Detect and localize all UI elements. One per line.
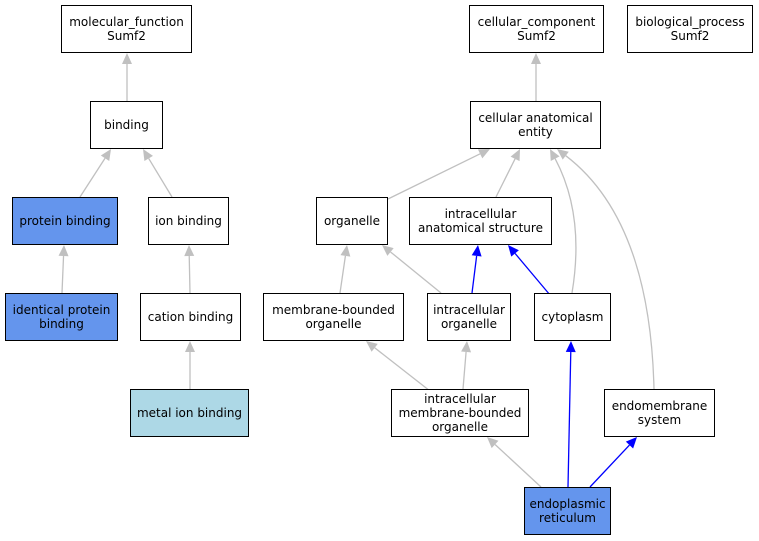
node-label-line: binding [104, 118, 149, 132]
node-metal-ion-binding: metal ion binding [130, 389, 249, 437]
node-organelle: organelle [316, 197, 388, 245]
node-label-line: entity [518, 125, 553, 139]
node-label-line: protein binding [19, 214, 111, 228]
edge-arrowhead [122, 53, 132, 64]
edge-arrowhead [366, 341, 378, 352]
edge-arrowhead [510, 149, 520, 162]
node-label-line: ion binding [155, 214, 222, 228]
node-label-line: identical protein [12, 303, 111, 317]
node-biological-process: biological_process Sumf2 [627, 5, 753, 53]
edge-line [462, 351, 467, 390]
node-label-line: anatomical structure [418, 221, 543, 235]
edge-arrowhead [461, 341, 472, 353]
node-label-line: molecular_function [69, 15, 184, 29]
node-label-line: intracellular [433, 303, 505, 317]
edge-line [514, 253, 551, 296]
node-label-line: organelle [305, 317, 362, 331]
node-label-line: cellular_component [477, 15, 596, 29]
edge-arrowhead [340, 245, 351, 257]
edge-arrowhead [625, 437, 637, 449]
node-cytoplasm: cytoplasm [534, 293, 611, 341]
edge-arrowhead [185, 341, 195, 352]
node-endoplasmic-reticulum: endoplasmic reticulum [524, 487, 611, 535]
node-ion-binding: ion binding [148, 197, 229, 245]
node-label-line: binding [39, 317, 84, 331]
edge-arrowhead [477, 149, 490, 159]
edge-arrowhead [550, 149, 560, 162]
node-intracellular-membrane-bounded-organelle: intracellular membrane-bounded organelle [391, 389, 529, 437]
edge-arrowhead [143, 149, 153, 162]
node-label-line: intracellular [444, 207, 517, 221]
edge-arrowhead [487, 437, 499, 449]
edge-line [148, 158, 173, 198]
node-label-line: biological_process [635, 15, 745, 29]
node-membrane-bounded-organelle: membrane-bounded organelle [263, 293, 404, 341]
node-binding: binding [90, 101, 163, 149]
node-label-line: organelle [323, 214, 381, 228]
edge-arrowhead [58, 245, 69, 257]
edge-line [79, 157, 106, 198]
node-cellular-component: cellular_component Sumf2 [469, 5, 604, 53]
edge-arrowhead [565, 341, 576, 353]
edge-line [387, 153, 481, 200]
node-label-line: membrane-bounded [272, 303, 395, 317]
node-identical-protein-binding: identical protein binding [5, 293, 118, 341]
edge-arrowhead [382, 245, 394, 256]
node-cation-binding: cation binding [140, 293, 241, 341]
edge-line [390, 251, 442, 294]
edge-line [61, 255, 65, 294]
node-molecular-function: molecular_function Sumf2 [61, 5, 192, 53]
edge-arrowhead [471, 245, 482, 257]
node-label-line: endoplasmic [529, 497, 606, 511]
edge-arrowhead [557, 149, 569, 160]
edge-line [188, 255, 191, 294]
edge-line [374, 347, 431, 392]
node-label-line: Sumf2 [107, 29, 146, 43]
edge-arrowhead [508, 245, 519, 257]
edge-line [494, 443, 542, 488]
edge-arrowhead [100, 149, 111, 161]
node-label-line: cation binding [147, 310, 234, 324]
edge-line [567, 351, 572, 488]
node-endomembrane-system: endomembrane system [604, 389, 715, 437]
edge-line [471, 255, 478, 294]
node-label-line: endomembrane [611, 399, 708, 413]
node-label-line: organelle [431, 420, 489, 434]
edge-arrowhead [184, 245, 195, 257]
node-label-line: intracellular [424, 392, 496, 406]
node-label-line: Sumf2 [517, 29, 556, 43]
node-intracellular-anatomical-structure: intracellular anatomical structure [409, 197, 552, 245]
node-label-line: organelle [440, 317, 498, 331]
node-label-line: reticulum [539, 511, 596, 525]
edge-arrowhead [531, 53, 541, 64]
node-label-line: cellular anatomical [478, 111, 593, 125]
node-protein-binding: protein binding [12, 197, 118, 245]
node-label-line: metal ion binding [136, 406, 243, 420]
node-label-line: Sumf2 [670, 29, 710, 43]
node-label-line: membrane-bounded [398, 406, 522, 420]
edge-line [565, 155, 655, 390]
node-label-line: system [637, 413, 682, 427]
node-label-line: cytoplasm [541, 310, 604, 324]
node-intracellular-organelle: intracellular organelle [427, 293, 511, 341]
edge-line [339, 255, 347, 294]
edge-line [554, 158, 577, 294]
edge-line [495, 158, 516, 198]
node-cellular-anatomical-entity: cellular anatomical entity [470, 101, 601, 149]
edge-line [589, 444, 630, 488]
